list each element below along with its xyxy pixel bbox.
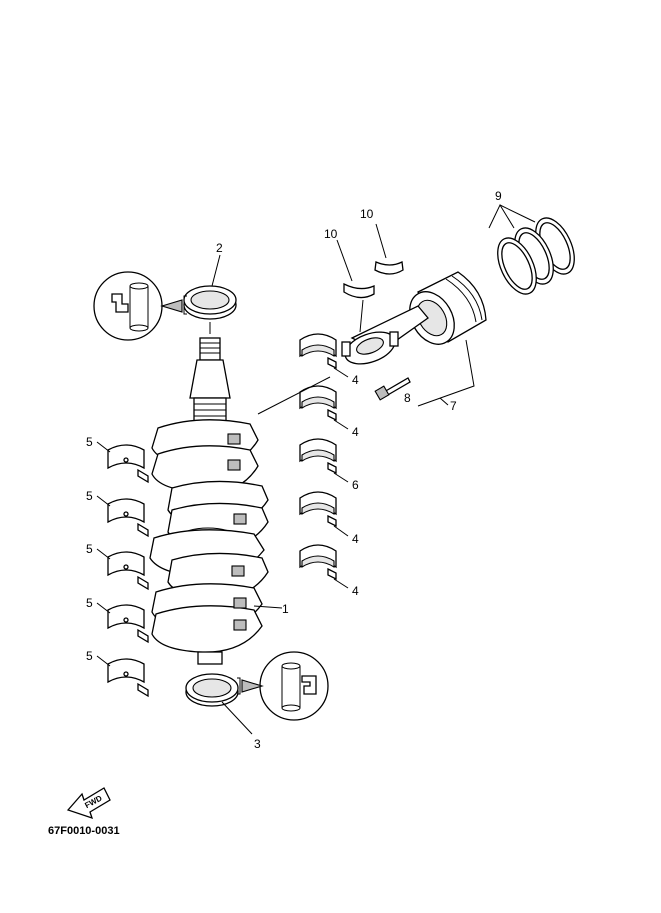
callout-rod-bolt: 8 xyxy=(404,391,411,405)
oil-seal-top xyxy=(93,254,237,341)
oil-seal-bottom xyxy=(185,651,329,735)
callout-piston-rings: 9 xyxy=(495,189,502,203)
callout-bearing-e: 4 xyxy=(352,584,359,598)
fwd-arrow-icon: FWD xyxy=(66,787,111,820)
callout-rod-bearing-upper: 10 xyxy=(360,207,374,221)
callout-oil-seal-top: 2 xyxy=(216,241,223,255)
right-bearing-shells xyxy=(257,333,349,589)
callout-main-bearing-5: 5 xyxy=(86,649,93,663)
piston xyxy=(409,271,487,345)
crankshaft xyxy=(149,337,283,665)
callout-bearing-b: 4 xyxy=(352,425,359,439)
callout-bearing-d: 4 xyxy=(352,532,359,546)
connecting-rod xyxy=(341,305,429,365)
callout-labels: 1 2 3 4 4 6 4 4 5 5 5 5 5 7 8 9 10 10 xyxy=(86,189,502,751)
callout-rod-assy: 7 xyxy=(450,399,457,413)
rod-bolt xyxy=(374,377,411,401)
rod-assy-bracket xyxy=(359,299,475,407)
callout-main-bearing-3: 5 xyxy=(86,542,93,556)
callout-bearing-a: 4 xyxy=(352,373,359,387)
callout-main-bearing-4: 5 xyxy=(86,596,93,610)
callout-main-bearing-1: 5 xyxy=(86,435,93,449)
callout-oil-seal-bottom: 3 xyxy=(254,737,261,751)
callout-rod-bearing-lower: 10 xyxy=(324,227,338,241)
piston-rings xyxy=(488,203,575,295)
rod-bearing-halves xyxy=(336,223,404,299)
callout-main-bearing-2: 5 xyxy=(86,489,93,503)
left-main-bearings xyxy=(96,441,149,698)
diagram-code: 67F0010-0031 xyxy=(48,825,120,837)
callout-crankshaft: 1 xyxy=(282,602,289,616)
callout-bearing-c: 6 xyxy=(352,478,359,492)
